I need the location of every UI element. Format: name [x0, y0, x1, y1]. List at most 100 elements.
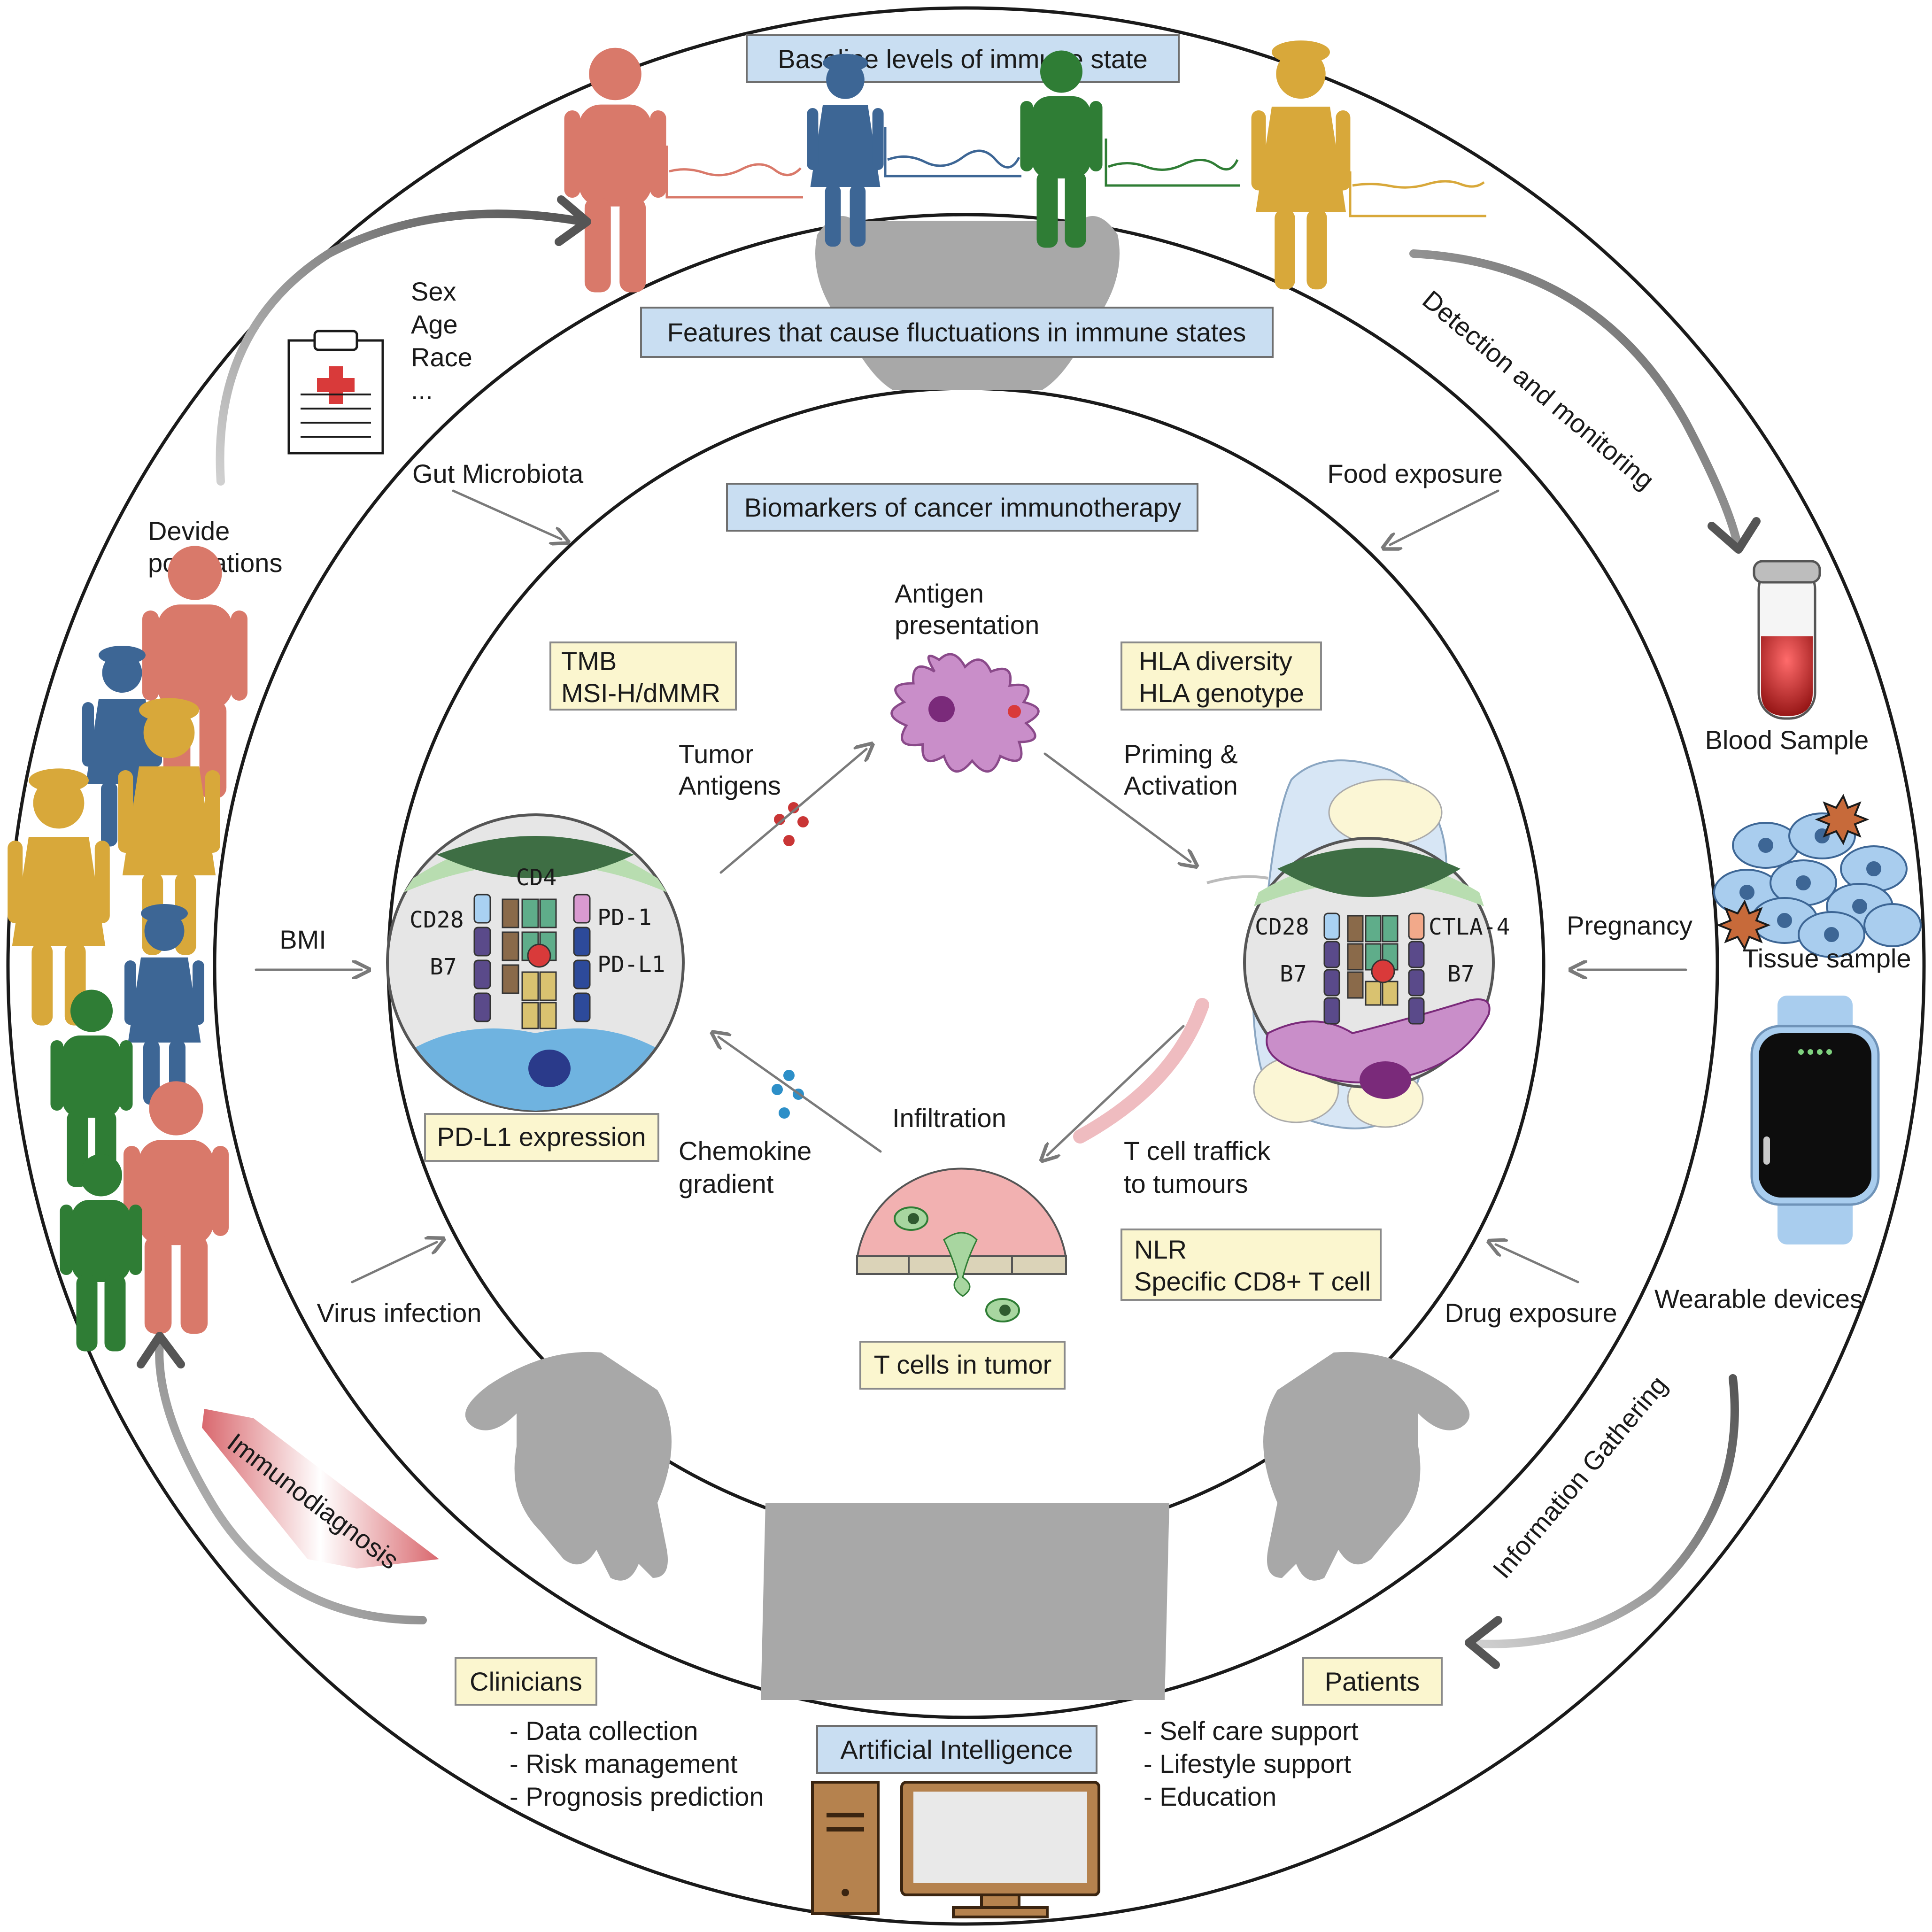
hla-box: [1121, 641, 1322, 711]
trend-axis-salmon: [665, 146, 803, 199]
divide-arrowhead: [555, 195, 591, 246]
infiltration-label: Infiltration: [892, 1103, 1006, 1133]
person-gold-top: [1251, 40, 1351, 290]
right-cd28-label: CD28: [1255, 914, 1309, 940]
food-arrow: [1390, 489, 1499, 545]
info-gathering-arrow: [1470, 1374, 1739, 1648]
chemokine-line2: gradient: [679, 1169, 774, 1198]
left-b7-label: B7: [430, 954, 457, 980]
wearable-label: Wearable devices: [1654, 1284, 1863, 1314]
tumor-to-apc-arrow: [719, 749, 866, 874]
diagnosis-arrow: [155, 1339, 427, 1624]
trend-line-blue: [887, 149, 1020, 169]
chemokine-dot: [772, 1084, 783, 1095]
clinicians-item-3: - Prognosis prediction: [510, 1782, 764, 1811]
divide-to-baseline-arrow: [216, 209, 582, 486]
ai-title-box: [816, 1725, 1097, 1774]
left-cd28-label: CD28: [410, 907, 464, 933]
features-title-box: [640, 307, 1274, 358]
demographic-race: Race: [411, 342, 472, 372]
dendritic-cell-icon: [890, 653, 1040, 773]
left-hand-icon: [465, 1352, 672, 1581]
patients-item-2: - Lifestyle support: [1144, 1749, 1351, 1778]
left-pd1-label: PD-1: [597, 904, 652, 931]
gut-arrow: [452, 489, 561, 539]
chemokine-dot: [783, 1070, 795, 1081]
antigen-dot: [788, 802, 799, 813]
factor-virus-infection: Virus infection: [317, 1298, 482, 1328]
t-cell-traffic-line1: T cell traffick: [1124, 1136, 1271, 1166]
tumor-dome-icon: [856, 1167, 1067, 1322]
immunodiagnosis-banner: [202, 1409, 439, 1569]
trend-line-green: [1108, 159, 1239, 171]
clinicians-box: [455, 1657, 597, 1706]
traffic-arrow: [1047, 1025, 1185, 1155]
trend-line-gold: [1352, 180, 1485, 189]
trend-axis-blue: [884, 127, 1021, 178]
left-pdl1-label: PD-L1: [597, 951, 665, 978]
divide-label-line1: Devide: [148, 516, 230, 546]
biomarkers-title: Biomarkers of cancer immunotherapy: [744, 493, 1182, 522]
clipboard-icon: [287, 330, 384, 455]
tissue-sample-label: Tissue sample: [1743, 943, 1911, 973]
outer-ring: [6, 6, 1926, 1926]
left-cd4-label: CD4: [516, 865, 557, 891]
t-cells-in-tumor-label: T cells in tumor: [874, 1350, 1052, 1379]
factor-drug-exposure: Drug exposure: [1445, 1298, 1617, 1328]
virus-arrow: [351, 1242, 437, 1283]
factor-pregnancy: Pregnancy: [1567, 911, 1692, 940]
monitor-icon: [900, 1781, 1100, 1918]
blood-sample-label: Blood Sample: [1705, 725, 1869, 755]
baseline-title-box: [746, 34, 1180, 83]
detection-arrow: [1409, 249, 1742, 549]
nlr-line2: Specific CD8+ T cell: [1134, 1267, 1371, 1296]
trend-line-salmon: [669, 163, 802, 177]
factor-bmi: BMI: [279, 925, 326, 954]
demographic-age: Age: [411, 309, 458, 339]
patients-item-3: - Education: [1144, 1782, 1276, 1811]
demographic-sex: Sex: [411, 277, 456, 306]
person-gold-2: [8, 768, 110, 1026]
chemokine-line1: Chemokine: [679, 1136, 811, 1166]
tmb-box: [549, 641, 737, 711]
t-cell-traffic-line2: to tumours: [1124, 1169, 1248, 1198]
pdl1-expression-label: PD-L1 expression: [437, 1122, 646, 1151]
detection-arrowhead: [1708, 517, 1761, 554]
right-b7-left-label: B7: [1280, 961, 1307, 987]
blood-tube-icon: [1753, 560, 1821, 720]
tissue-cells-icon: [1713, 794, 1922, 958]
right-b7-right-label: B7: [1447, 961, 1475, 987]
pdl1-expression-box: [424, 1113, 659, 1162]
right-synapse-icon: [1206, 759, 1495, 1129]
tmb-line1: TMB: [561, 646, 617, 676]
middle-ring: [213, 213, 1719, 1719]
right-ctla4-label: CTLA-4: [1429, 914, 1510, 940]
right-hand-icon: [1263, 1352, 1470, 1581]
nlr-line1: NLR: [1134, 1235, 1187, 1264]
ai-title: Artificial Intelligence: [841, 1735, 1073, 1764]
tumor-antigens-line2: Antigens: [679, 771, 781, 800]
torso-silhouette: [761, 1503, 1169, 1700]
priming-line2: Activation: [1124, 771, 1238, 800]
antigen-dot: [774, 814, 785, 825]
factor-gut-microbiota: Gut Microbiota: [412, 459, 584, 488]
antigen-presentation-line2: presentation: [895, 610, 1039, 640]
drug-arrow: [1496, 1244, 1579, 1283]
info-gathering-arrowhead: [1465, 1616, 1502, 1669]
clinicians-item-1: - Data collection: [510, 1716, 698, 1746]
patients-item-1: - Self care support: [1144, 1716, 1359, 1746]
trend-axis-gold: [1349, 171, 1486, 217]
patients-box: [1302, 1657, 1443, 1706]
tumor-antigens-line1: Tumor: [679, 739, 754, 769]
diagnosis-arrowhead: [137, 1332, 185, 1368]
clinicians-title: Clinicians: [470, 1667, 582, 1696]
priming-line1: Priming &: [1124, 739, 1238, 769]
antigen-dot: [797, 816, 809, 827]
demographic-ellipsis: ...: [411, 375, 433, 405]
trend-axis-green: [1105, 139, 1240, 187]
chemokine-dot: [779, 1107, 790, 1119]
hla-line1: HLA diversity: [1139, 646, 1292, 676]
biomarkers-title-box: [726, 483, 1198, 532]
